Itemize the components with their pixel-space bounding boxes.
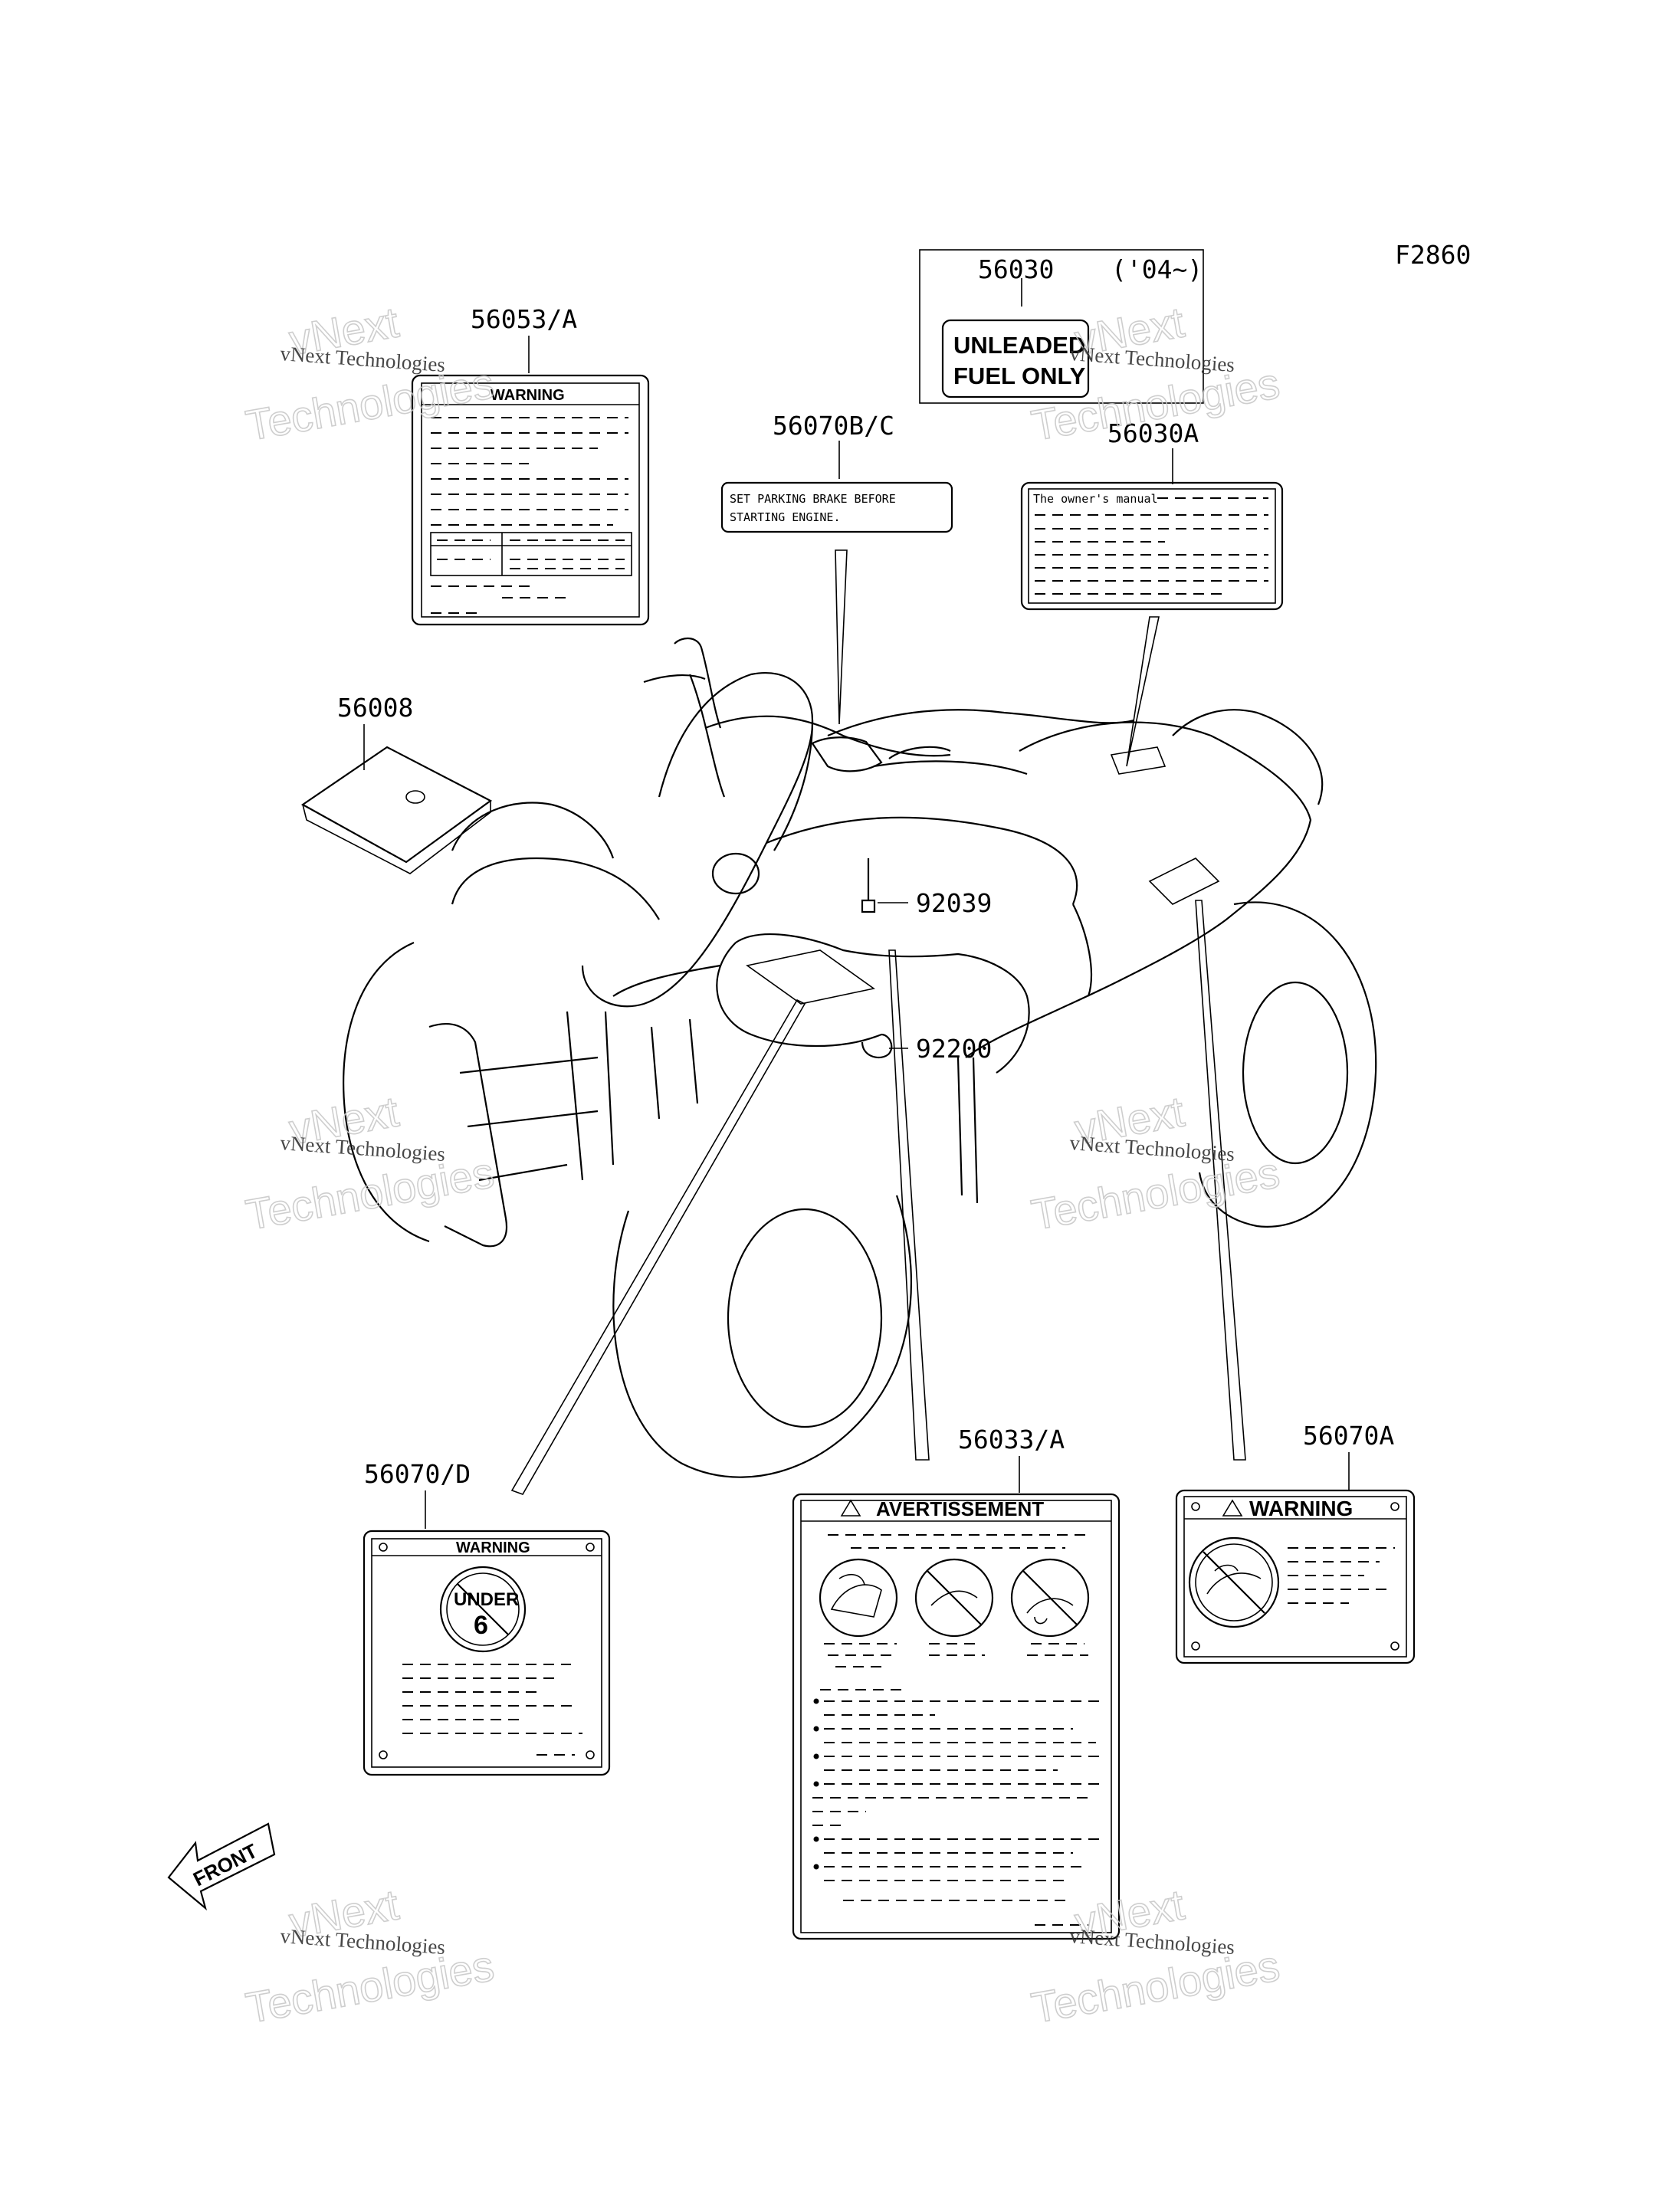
svg-text:Technologies: Technologies — [242, 1941, 497, 2032]
watermark-subtitle: Technologies — [242, 359, 497, 450]
warning-header-56070A: WARNING — [1249, 1497, 1353, 1520]
under-6-text: UNDER — [454, 1589, 519, 1610]
decal-56030A: The owner's manual — [1020, 481, 1284, 611]
part-56070BC-label: 56070B/C — [773, 411, 894, 441]
decal-56070D: WARNING UNDER 6 — [363, 1530, 611, 1776]
parking-brake-line-2: STARTING ENGINE. — [730, 510, 841, 524]
watermark-line-top-right: vNext Technologies — [1069, 342, 1235, 376]
part-56033A-label: 56033/A — [958, 1425, 1065, 1454]
svg-text:Technologies: Technologies — [1028, 1941, 1283, 2032]
decal-56070A: WARNING — [1175, 1489, 1416, 1664]
unleaded-text-1: UNLEADED — [953, 332, 1085, 359]
svg-text:Technologies: Technologies — [242, 1148, 497, 1239]
owners-manual-text: The owner's manual — [1033, 492, 1158, 506]
warning-header-56070D: WARNING — [456, 1540, 530, 1556]
part-56053A-label: 56053/A — [471, 304, 577, 334]
watermark-line-mid-right: vNext Technologies — [1069, 1131, 1235, 1166]
front-arrow: FRONT — [167, 1822, 276, 1911]
avertissement-header: AVERTISSEMENT — [876, 1497, 1044, 1520]
part-56030A-label: 56030A — [1107, 418, 1199, 448]
figure-code: F2860 — [1395, 240, 1471, 270]
watermark-line-top-left: vNext Technologies — [280, 342, 446, 376]
svg-text:Technologies: Technologies — [1028, 1148, 1283, 1239]
watermark-line-bottom-left: vNext Technologies — [280, 1924, 446, 1959]
part-56030-label: 56030 — [978, 254, 1054, 284]
watermark-line-mid-left: vNext Technologies — [280, 1131, 446, 1166]
watermarks: vNext Technologies vNext Technologies vN… — [241, 297, 1283, 2033]
decal-56033A: AVERTISSEMENT — [792, 1493, 1121, 1940]
part-92200-label: 92200 — [916, 1034, 992, 1064]
part-56070D-label: 56070/D — [364, 1459, 471, 1489]
atv-drawing — [343, 638, 1377, 1478]
parking-brake-line-1: SET PARKING BRAKE BEFORE — [730, 492, 896, 506]
part-56030-years: ('04~) — [1111, 254, 1203, 284]
decal-56030: UNLEADED FUEL ONLY — [919, 249, 1204, 404]
decal-56053A: WARNING — [411, 374, 650, 626]
part-56070A-label: 56070A — [1303, 1421, 1394, 1451]
part-56008-label: 56008 — [337, 693, 413, 723]
under-6-age: 6 — [474, 1611, 488, 1640]
watermark-line-bottom-right: vNext Technologies — [1069, 1924, 1235, 1959]
decal-56008 — [300, 746, 493, 874]
decal-56070BC: SET PARKING BRAKE BEFORE STARTING ENGINE… — [720, 481, 953, 533]
part-92039-label: 92039 — [916, 888, 992, 918]
leader-lines — [363, 278, 1350, 1529]
unleaded-text-2: FUEL ONLY — [953, 362, 1086, 389]
warning-header-56053: WARNING — [491, 387, 565, 404]
